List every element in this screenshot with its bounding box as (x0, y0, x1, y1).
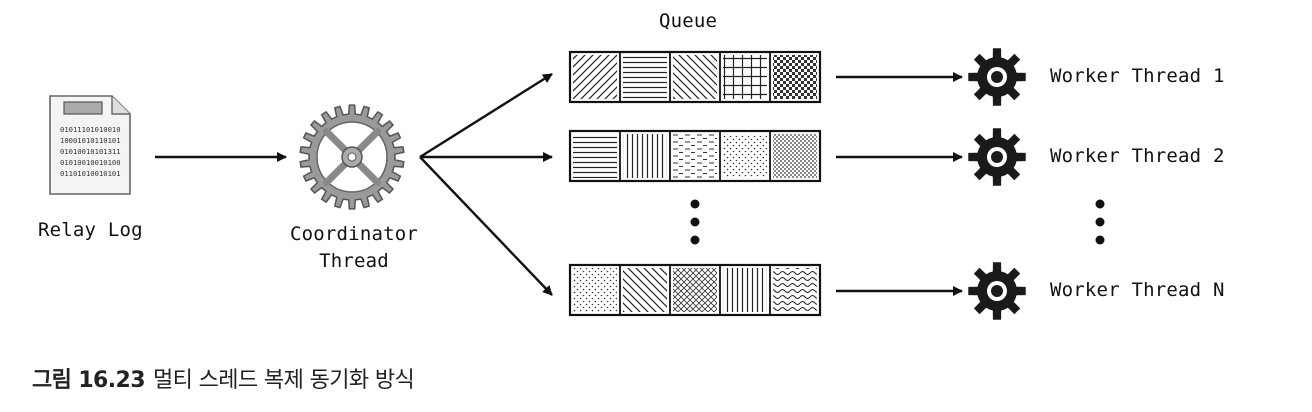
worker-thread-2-label: Worker Thread 2 (1050, 145, 1225, 167)
queue-cell (673, 134, 717, 178)
queue-cell (673, 268, 717, 312)
relay-log-line: 01010010101311 (60, 147, 121, 156)
document-icon: 01011101010010 10001010110101 010100101013… (49, 95, 131, 195)
coordinator-label-line-1: Coordinator (289, 223, 419, 245)
arrow-coordinator-to-queue-1 (419, 72, 553, 159)
queue-cell (573, 55, 617, 99)
worker-gear-icon (968, 262, 1026, 320)
queue-cell (623, 134, 667, 178)
queue (568, 129, 822, 183)
queue-label: Queue (659, 10, 718, 32)
worker-gear-icon (968, 48, 1026, 106)
queue-cell (573, 134, 617, 178)
figure-number: 그림 16.23 (32, 368, 146, 393)
queue-cell (723, 55, 767, 99)
worker-thread-n-label: Worker Thread N (1050, 279, 1225, 301)
queue-cell (773, 134, 817, 178)
queue-cell (723, 134, 767, 178)
worker-gear-icon (968, 128, 1026, 186)
relay-log-line: 01010010010100 (60, 158, 121, 167)
relay-log-line: 01101010010101 (60, 169, 121, 178)
queue-cell (623, 55, 667, 99)
figure-title: 멀티 스레드 복제 동기화 방식 (152, 368, 415, 393)
queue-cell (773, 268, 817, 312)
queue-ellipsis (690, 199, 700, 245)
worker-ellipsis (1095, 199, 1105, 245)
queue-cell (773, 55, 817, 99)
queue-cell (573, 268, 617, 312)
arrow-coordinator-to-queue-n (419, 156, 553, 296)
queue (568, 263, 822, 317)
coordinator-label-line-2: Thread (319, 250, 389, 272)
queue (568, 50, 822, 104)
queue-cell (723, 268, 767, 312)
queue-group (568, 50, 822, 317)
worker-thread-1-label: Worker Thread 1 (1050, 65, 1225, 87)
relay-log-line: 01011101010010 (60, 125, 121, 134)
relay-log-line: 10001010110101 (60, 136, 121, 145)
relay-log-label: Relay Log (38, 219, 143, 241)
coordinator-gear-icon (299, 104, 405, 210)
queue-cell (623, 268, 667, 312)
queue-cell (673, 55, 717, 99)
